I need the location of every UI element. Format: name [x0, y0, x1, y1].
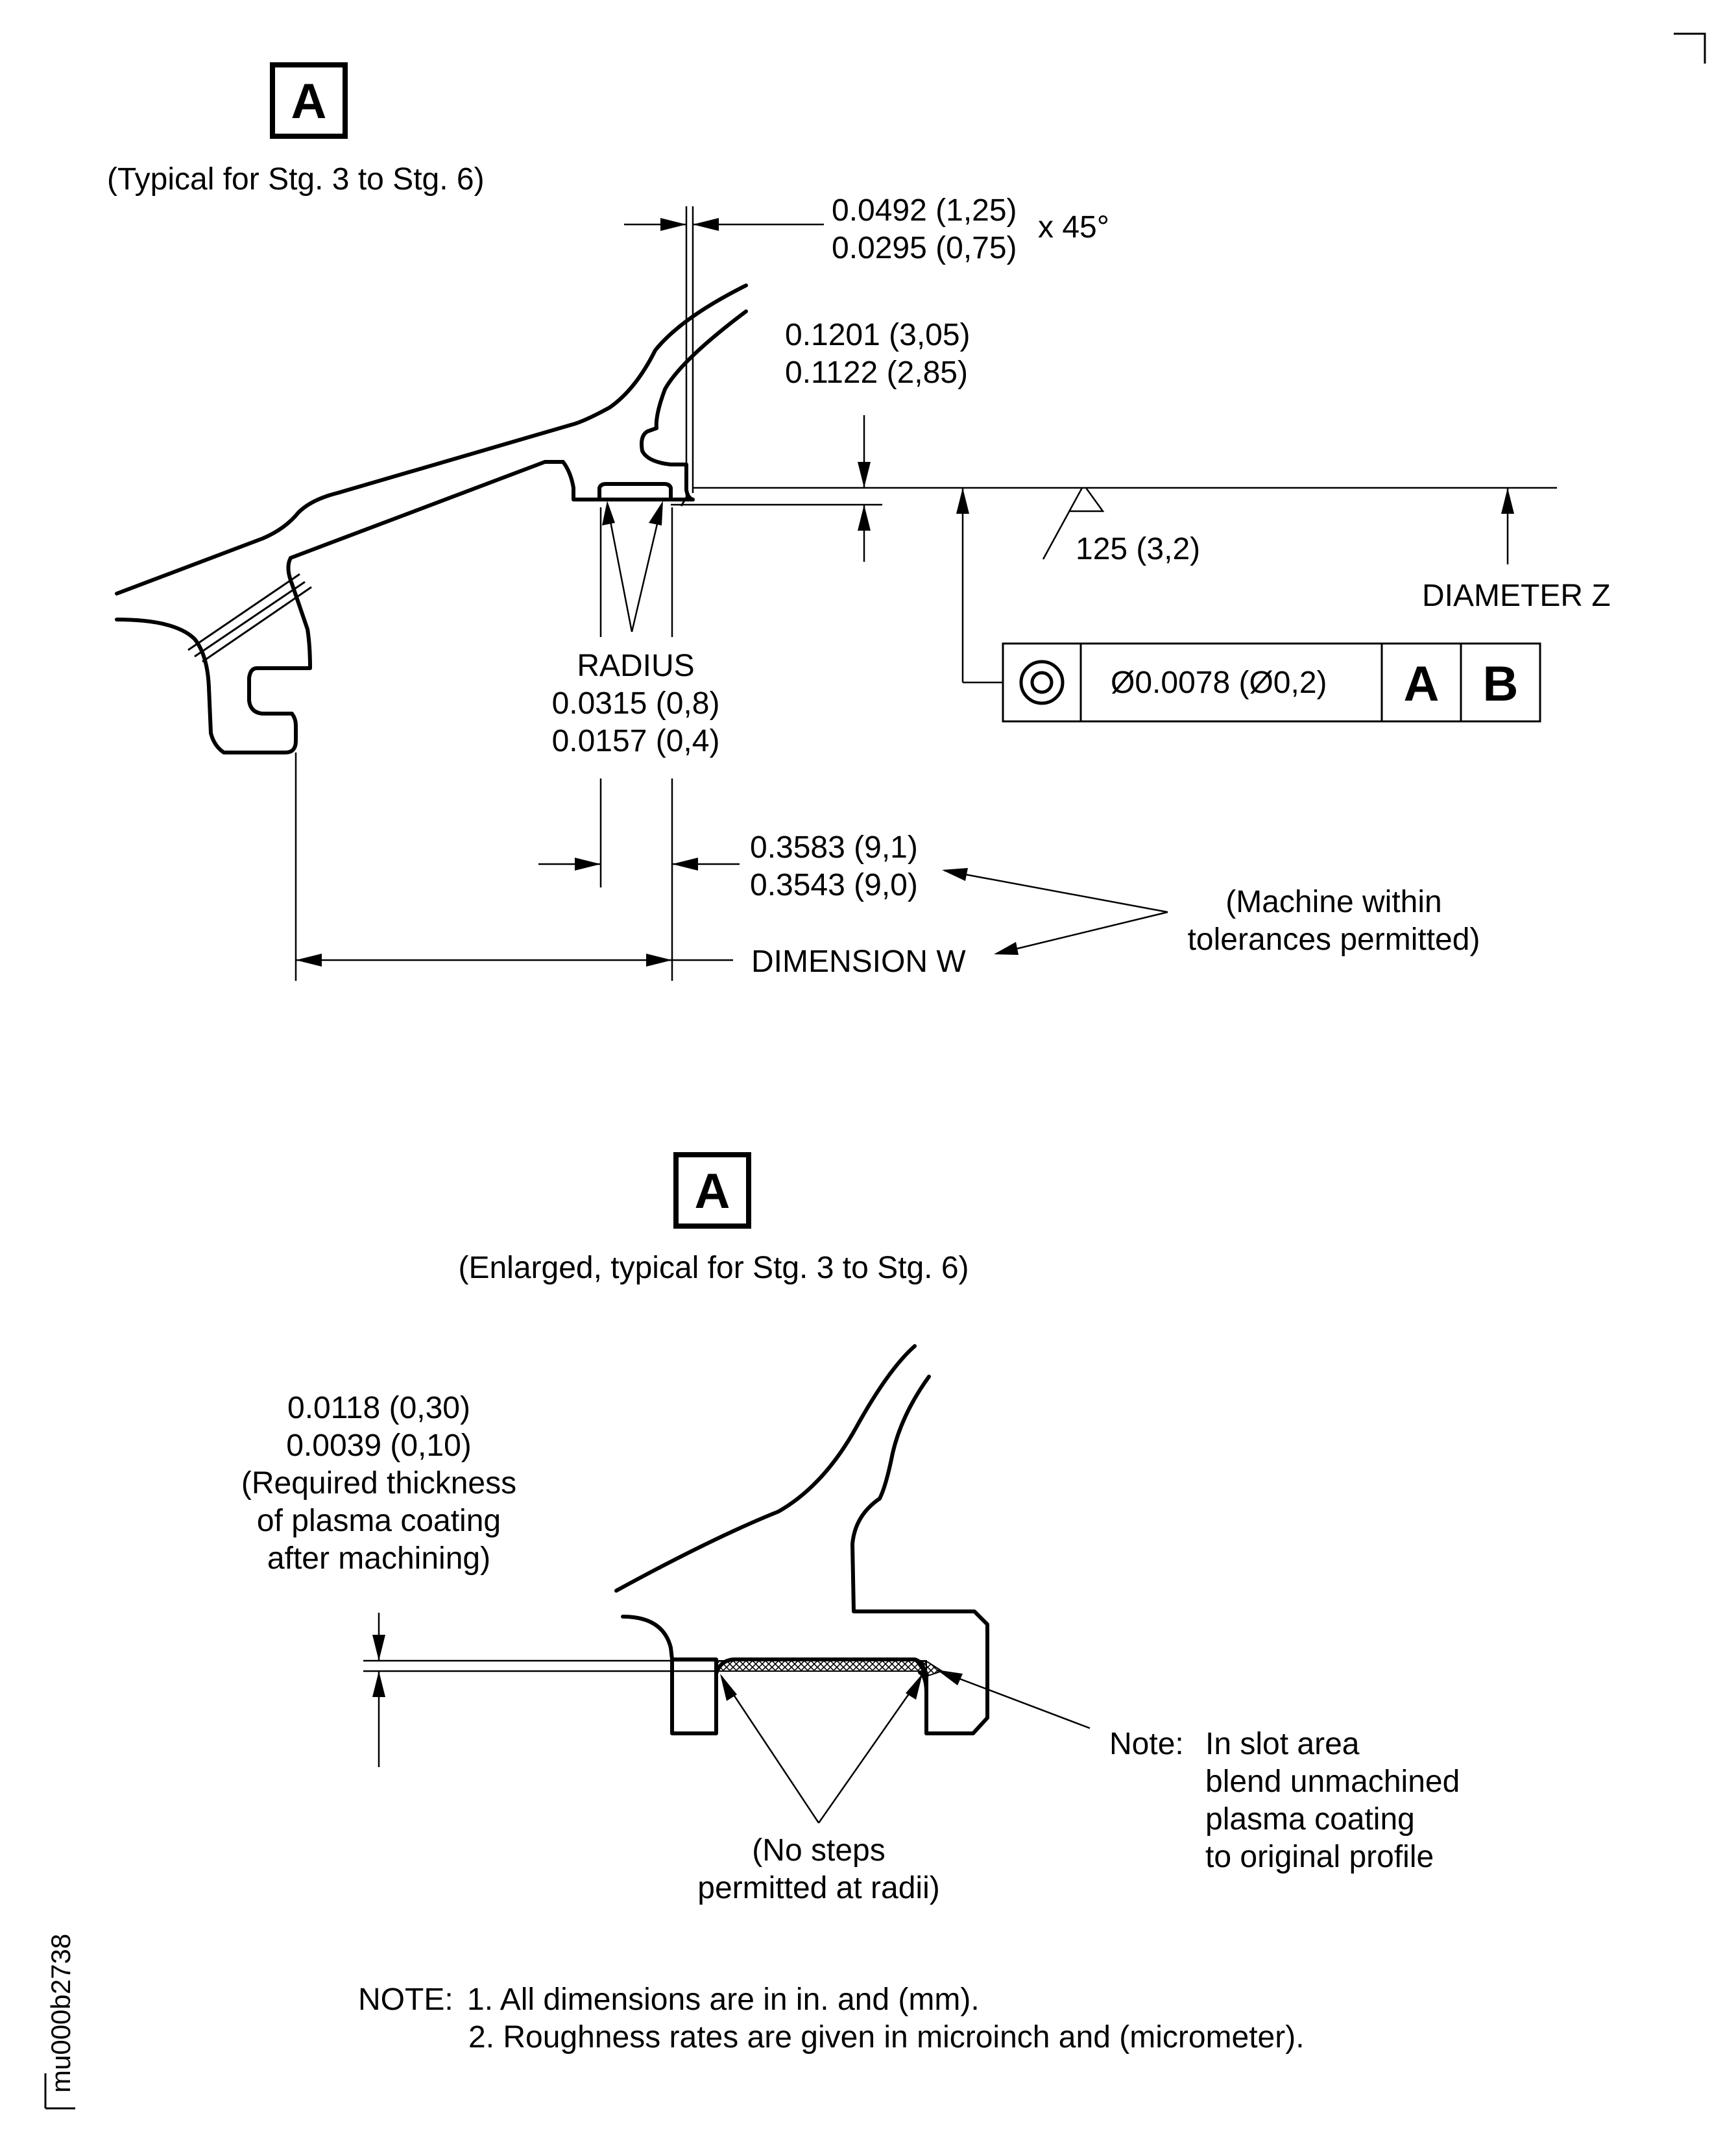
arrowhead — [1501, 488, 1514, 514]
radius-leader — [631, 504, 663, 633]
view-caption: (Typical for Stg. 3 to Stg. 6) — [107, 162, 485, 197]
web-upper-profile — [614, 1344, 917, 1593]
fcf-datum-b: B — [1483, 657, 1519, 712]
arrowhead — [660, 218, 686, 231]
arrowhead — [906, 1674, 922, 1700]
arrowhead — [372, 1671, 385, 1697]
steps-leader — [817, 1676, 922, 1824]
machine-note-leader — [944, 869, 1168, 913]
coating-line — [187, 573, 312, 663]
slot-bottom-edge — [597, 482, 673, 501]
steps-note-2: permitted at radii) — [697, 1871, 939, 1905]
chamfer-angle: x 45° — [1038, 210, 1109, 245]
rim-right-profile — [640, 309, 748, 501]
arrowhead — [720, 1674, 737, 1701]
depth-upper: 0.1201 (3,05) — [785, 318, 970, 352]
notes-prefix: NOTE: — [358, 1982, 453, 2017]
view-label: A — [695, 1164, 730, 1219]
roughness-icon — [1042, 487, 1105, 560]
arrowhead — [994, 942, 1019, 955]
disk-web-outline — [115, 283, 748, 596]
view-label-box — [673, 1152, 751, 1229]
note-1: 1. All dimensions are in in. and (mm). — [467, 1982, 980, 2017]
chamfer-lower: 0.0295 (0,75) — [832, 231, 1017, 265]
arrowhead — [602, 501, 615, 525]
diameter-z-label: DIAMETER Z — [1422, 579, 1611, 613]
arrowhead — [575, 858, 601, 871]
width-lower: 0.3543 (9,0) — [750, 868, 918, 902]
arrowhead — [693, 218, 719, 231]
arrowhead — [858, 462, 871, 488]
arrowhead — [646, 954, 672, 967]
dimension-w: DIMENSION W — [751, 945, 966, 979]
bottom-view: A (Enlarged, typical for Stg. 3 to Stg. … — [241, 1152, 1460, 1905]
slot-note-4: to original profile — [1205, 1840, 1434, 1874]
machine-note-1: (Machine within — [1225, 885, 1441, 919]
figure-id-text: mu000b2738 — [45, 1934, 76, 2093]
fcf-datum-a: A — [1404, 657, 1440, 712]
steps-leader — [720, 1676, 820, 1824]
view-caption: (Enlarged, typical for Stg. 3 to Stg. 6) — [458, 1251, 969, 1285]
plasma-coating — [716, 1660, 927, 1672]
fcf-border — [1002, 642, 1541, 723]
feature-control-frame: Ø0.0078 (Ø0,2) A B — [1002, 642, 1541, 723]
slot-left-profile — [621, 1615, 718, 1735]
arrowhead — [296, 954, 322, 967]
machine-note-2: tolerances permitted) — [1188, 922, 1480, 957]
radius-lower: 0.0157 (0,4) — [552, 724, 720, 758]
arrowhead — [372, 1635, 385, 1661]
corner-mark — [1674, 32, 1706, 64]
fcf-tolerance: Ø0.0078 (Ø0,2) — [1111, 666, 1327, 700]
top-view: A (Typical for Stg. 3 to Stg. 6) 0.0492 … — [107, 62, 1611, 981]
arrowhead — [956, 488, 969, 514]
note-2: 2. Roughness rates are given in microinc… — [468, 2020, 1305, 2055]
chamfer-upper: 0.0492 (1,25) — [832, 193, 1017, 228]
thickness-upper: 0.0118 (0,30) — [287, 1391, 470, 1425]
chamfer-line — [680, 492, 690, 507]
slot-note-3: plasma coating — [1205, 1802, 1415, 1837]
arrowhead — [937, 1670, 963, 1685]
arrowhead — [858, 505, 871, 531]
radius-upper: 0.0315 (0,8) — [552, 686, 720, 721]
concentricity-icon — [1019, 660, 1065, 705]
arrowhead — [672, 858, 698, 871]
thickness-note-3: after machining) — [267, 1541, 490, 1576]
thickness-lower: 0.0039 (0,10) — [286, 1428, 472, 1463]
depth-lower: 0.1122 (2,85) — [785, 356, 968, 390]
thickness-note-1: (Required thickness — [241, 1466, 516, 1500]
view-label: A — [291, 74, 327, 129]
figure-id: mu000b2738 — [44, 1934, 76, 2110]
slot-note-leader — [939, 1670, 1091, 1729]
disk-web-inner — [289, 460, 695, 560]
thickness-note-2: of plasma coating — [257, 1504, 501, 1538]
width-upper: 0.3583 (9,1) — [750, 830, 918, 865]
slot-note-prefix: Note: — [1109, 1727, 1184, 1761]
general-notes: NOTE: 1. All dimensions are in in. and (… — [358, 1982, 1305, 2055]
view-label-box — [270, 62, 348, 139]
steps-note-1: (No steps — [752, 1833, 885, 1868]
slot-left-profile — [115, 556, 312, 754]
machine-note-leader — [996, 911, 1168, 955]
radius-title: RADIUS — [577, 649, 694, 683]
slot-note-1: In slot area — [1205, 1727, 1360, 1761]
slot-note-2: blend unmachined — [1205, 1765, 1460, 1799]
arrowhead — [942, 868, 968, 881]
arrowhead — [649, 501, 663, 525]
radius-leader — [606, 504, 633, 633]
roughness-value: 125 (3,2) — [1076, 532, 1200, 566]
figure-id-bracket — [44, 2073, 75, 2110]
